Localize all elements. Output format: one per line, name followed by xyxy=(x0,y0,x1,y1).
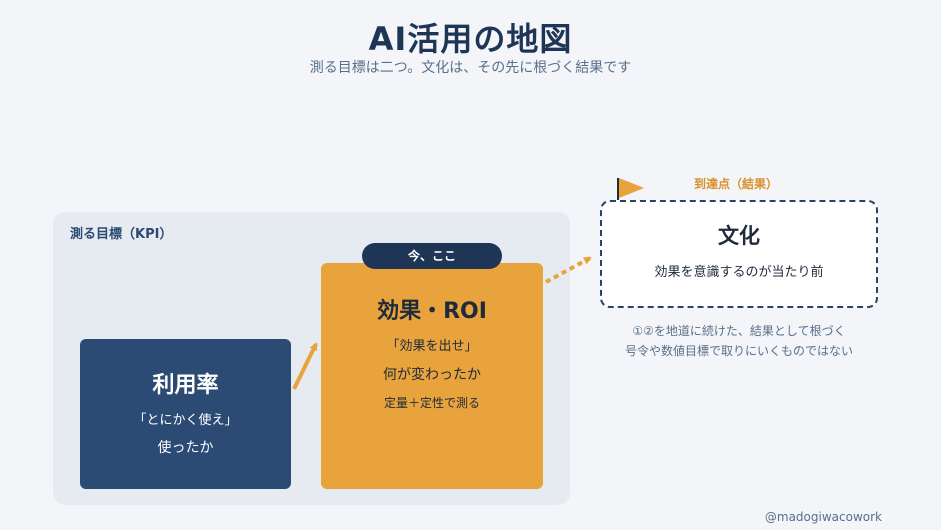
usage-rate-title: 利用率 xyxy=(152,373,219,398)
page-title: AI活用の地図 xyxy=(368,20,573,58)
watermark: @madogiwacowork xyxy=(764,510,882,524)
usage-rate-quote: 「とにかく使え」 xyxy=(133,413,238,428)
page-subtitle: 測る目標は二つ。文化は、その先に根づく結果です xyxy=(309,60,632,76)
culture-box: 文化 効果を意識するのが当たり前 xyxy=(600,200,878,308)
usage-rate-question: 使ったか xyxy=(157,440,214,456)
roi-method: 定量＋定性で測る xyxy=(383,396,480,410)
roi-to-culture-arrow xyxy=(545,256,592,284)
roi-box: 効果・ROI 「効果を出せ」 何が変わったか 定量＋定性で測る xyxy=(321,263,543,489)
culture-note-line2: 号令や数値目標で取りにいくものではない xyxy=(624,344,853,358)
roi-quote: 「効果を出せ」 xyxy=(386,339,478,354)
current-position-badge: 今、ここ xyxy=(362,243,502,269)
culture-title: 文化 xyxy=(718,224,760,248)
roi-question: 何が変わったか xyxy=(383,367,481,383)
usage-rate-box: 利用率 「とにかく使え」 使ったか xyxy=(80,339,291,489)
culture-note-line1: ①②を地道に続けた、結果として根づく xyxy=(632,324,846,338)
kpi-panel-label: 測る目標（KPI） xyxy=(70,227,173,242)
usage-to-roi-arrow xyxy=(292,342,318,390)
roi-title: 効果・ROI xyxy=(377,299,487,324)
goal-label: 到達点（結果） xyxy=(694,177,779,191)
culture-description: 効果を意識するのが当たり前 xyxy=(654,265,824,280)
